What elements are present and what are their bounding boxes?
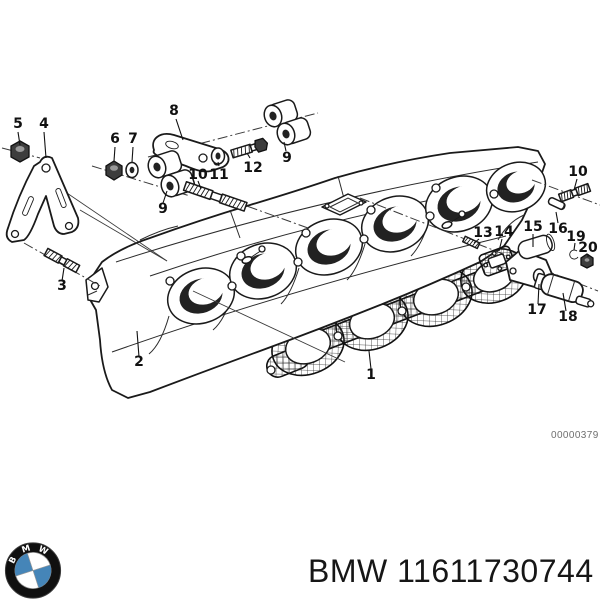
stud-part-13 <box>461 235 481 250</box>
part-number-caption: BMW 11611730744 <box>308 553 594 589</box>
callout-6: 6 <box>110 131 120 162</box>
stud-part-10b <box>557 182 592 203</box>
clip-part-19 <box>569 249 579 260</box>
support-bracket-part <box>5 155 80 243</box>
callout-13: 13 <box>473 225 493 244</box>
callout-7: 7 <box>128 131 138 163</box>
nut-part-6 <box>105 160 123 181</box>
pin-part-16 <box>547 197 566 211</box>
installed-stud-detail <box>241 210 466 265</box>
callout-16: 16 <box>548 211 568 237</box>
callout-1: 1 <box>366 350 376 383</box>
svg-text:14: 14 <box>494 224 514 240</box>
svg-text:5: 5 <box>13 116 23 132</box>
callout-19: 19 <box>566 229 586 251</box>
callout-5: 5 <box>13 116 23 146</box>
callout-20: 20 <box>578 240 598 257</box>
washer-part-11 <box>210 147 226 165</box>
intake-ports <box>165 161 547 325</box>
exploded-view-drawing: 1 2 3 4 5 6 7 8 9 9 10 10 11 12 13 14 15… <box>1 97 600 399</box>
callout-17: 17 <box>527 283 547 318</box>
svg-text:19: 19 <box>566 229 585 245</box>
callout-3: 3 <box>57 267 67 294</box>
callout-15: 15 <box>523 219 543 247</box>
svg-text:16: 16 <box>548 221 567 237</box>
callout-10a: 10 <box>188 167 208 190</box>
svg-text:12: 12 <box>243 160 262 176</box>
flange-gasket-part-14 <box>478 245 516 277</box>
svg-text:13: 13 <box>473 225 492 241</box>
callout-12: 12 <box>243 152 263 176</box>
svg-text:8: 8 <box>169 103 179 119</box>
watermark-code: 00000379 <box>551 430 599 441</box>
bolt-part-12 <box>230 137 269 159</box>
callouts: 1 2 3 4 5 6 7 8 9 9 10 10 11 12 13 14 15… <box>13 103 598 383</box>
callout-9a: 9 <box>158 190 168 217</box>
manifold-body-drawing <box>85 146 547 399</box>
svg-text:9: 9 <box>158 201 168 217</box>
top-boss <box>321 193 367 216</box>
valve-part-18 <box>533 272 595 308</box>
bmw-logo: B M W <box>4 542 62 599</box>
svg-text:2: 2 <box>134 354 144 370</box>
callout-10b: 10 <box>568 164 588 191</box>
callout-8: 8 <box>169 103 184 141</box>
svg-text:9: 9 <box>282 150 292 166</box>
svg-text:10: 10 <box>188 167 208 183</box>
callout-4: 4 <box>39 116 49 159</box>
svg-text:17: 17 <box>527 302 546 318</box>
washer-part-7 <box>125 161 139 179</box>
callout-9b: 9 <box>282 141 292 166</box>
svg-text:1: 1 <box>366 367 376 383</box>
svg-text:10: 10 <box>568 164 588 180</box>
callout-18: 18 <box>558 292 578 325</box>
callout-2: 2 <box>134 330 144 370</box>
callout-14: 14 <box>494 224 514 252</box>
svg-text:15: 15 <box>523 219 542 235</box>
svg-text:3: 3 <box>57 278 67 294</box>
footer: B M W BMW 11611730744 <box>0 538 600 600</box>
logo-letter-m: M <box>21 544 32 556</box>
svg-text:4: 4 <box>39 116 49 132</box>
callout-11: 11 <box>209 161 229 183</box>
svg-text:11: 11 <box>209 167 228 183</box>
svg-text:18: 18 <box>558 309 577 325</box>
logo-letter-b: B <box>7 555 19 565</box>
nut-part-5 <box>10 140 30 163</box>
svg-text:6: 6 <box>110 131 120 147</box>
svg-text:7: 7 <box>128 131 138 147</box>
stud-part-3 <box>43 247 81 274</box>
nut-part-20 <box>580 253 594 269</box>
stud-part-10 <box>182 180 248 212</box>
svg-text:20: 20 <box>578 240 598 256</box>
